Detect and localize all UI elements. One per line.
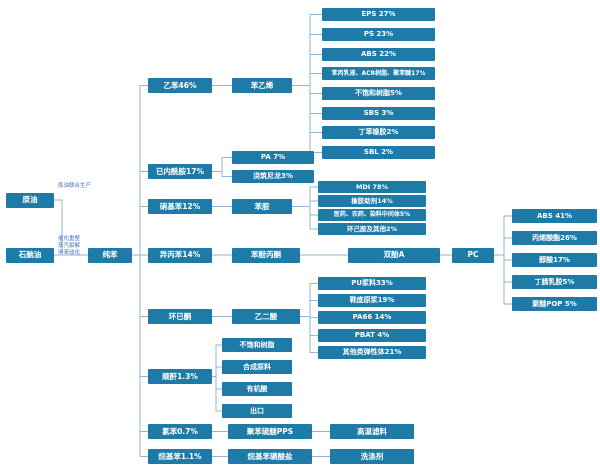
node-aniline-product: MDI 78% <box>318 181 426 193</box>
node-styrene-product: 丁苯橡胶2% <box>322 126 435 139</box>
node-aniline: 苯胺 <box>232 199 292 214</box>
node-aniline-product: 医药、农药、染料中间体5% <box>318 209 426 221</box>
node-maleic-product: 不饱和树脂 <box>222 338 292 352</box>
node-pc-product: 丙烯酸酯26% <box>512 231 597 245</box>
node-naphtha: 石脑油 <box>6 247 54 263</box>
node-cyclohexanone: 环已酮 <box>148 309 212 324</box>
node-alkylbenzene-sulfonate: 烷基苯磺酸盐 <box>228 449 312 464</box>
node-styrene-product: 苯丙乳液、ACR树脂、聚苯醚17% <box>322 67 435 80</box>
node-maleic-anhydride: 顺酐1.3% <box>148 369 212 384</box>
node-styrene-product: ABS 22% <box>322 48 435 61</box>
node-pc-product: 丁腈乳胶5% <box>512 275 597 289</box>
node-styrene-product: EPS 27% <box>322 8 435 21</box>
node-bisphenol-a: 双酚A <box>348 247 440 263</box>
node-styrene-product: SBL 2% <box>322 146 435 159</box>
node-maleic-product: 出口 <box>222 404 292 418</box>
note-process-disproportionation: 甲苯歧化 <box>58 250 81 256</box>
node-chlorobenzene: 氯苯0.7% <box>148 424 212 439</box>
node-nitrobenzene: 硝基苯12% <box>148 199 212 214</box>
node-pc-product: ABS 41% <box>512 209 597 223</box>
node-detergent: 洗涤剂 <box>330 449 414 464</box>
node-aniline-product: 橡胶助剂14% <box>318 195 426 207</box>
node-caprolactam: 已内酰胺17% <box>148 164 212 179</box>
node-pc-product: 醇酸17% <box>512 253 597 267</box>
node-high-temp-filter: 高温滤料 <box>330 424 414 439</box>
node-maleic-product: 合成原料 <box>222 360 292 374</box>
node-aniline-product: 环己胺及其他2% <box>318 223 426 235</box>
node-maleic-product: 有机酸 <box>222 382 292 396</box>
node-styrene: 苯乙烯 <box>232 78 292 93</box>
node-cast-nylon: 浇筑尼龙3% <box>232 170 314 183</box>
node-phenol-acetone: 苯酚丙酮 <box>232 247 300 263</box>
note-process-cracking: 蒸汽裂解 <box>58 243 81 249</box>
note-refining-process: 炼油联合生产 <box>58 183 92 189</box>
node-adipic-product: 其他类弹性体21% <box>318 346 426 359</box>
node-pps: 聚苯硫醚PPS <box>228 424 312 439</box>
node-ethylbenzene: 乙苯46% <box>148 78 212 93</box>
node-pc-product: 聚醚POP 5% <box>512 297 597 311</box>
node-adipic-acid: 乙二酸 <box>232 309 300 324</box>
node-adipic-product: PA66 14% <box>318 311 426 324</box>
node-cumene: 异丙苯14% <box>148 247 212 263</box>
node-pa: PA 7% <box>232 151 314 164</box>
node-styrene-product: 不饱和树脂5% <box>322 87 435 100</box>
node-crude-oil: 原油 <box>6 192 54 208</box>
node-adipic-product: 鞋底原浆19% <box>318 294 426 307</box>
node-adipic-product: PU浆料33% <box>318 277 426 290</box>
node-benzene: 纯苯 <box>88 247 132 263</box>
node-alkylbenzene: 烷基苯1.1% <box>148 449 212 464</box>
node-styrene-product: SBS 3% <box>322 107 435 120</box>
node-adipic-product: PBAT 4% <box>318 329 426 342</box>
node-pc: PC <box>452 247 494 263</box>
note-process-reforming: 催化重整 <box>58 236 81 242</box>
node-styrene-product: PS 23% <box>322 28 435 41</box>
